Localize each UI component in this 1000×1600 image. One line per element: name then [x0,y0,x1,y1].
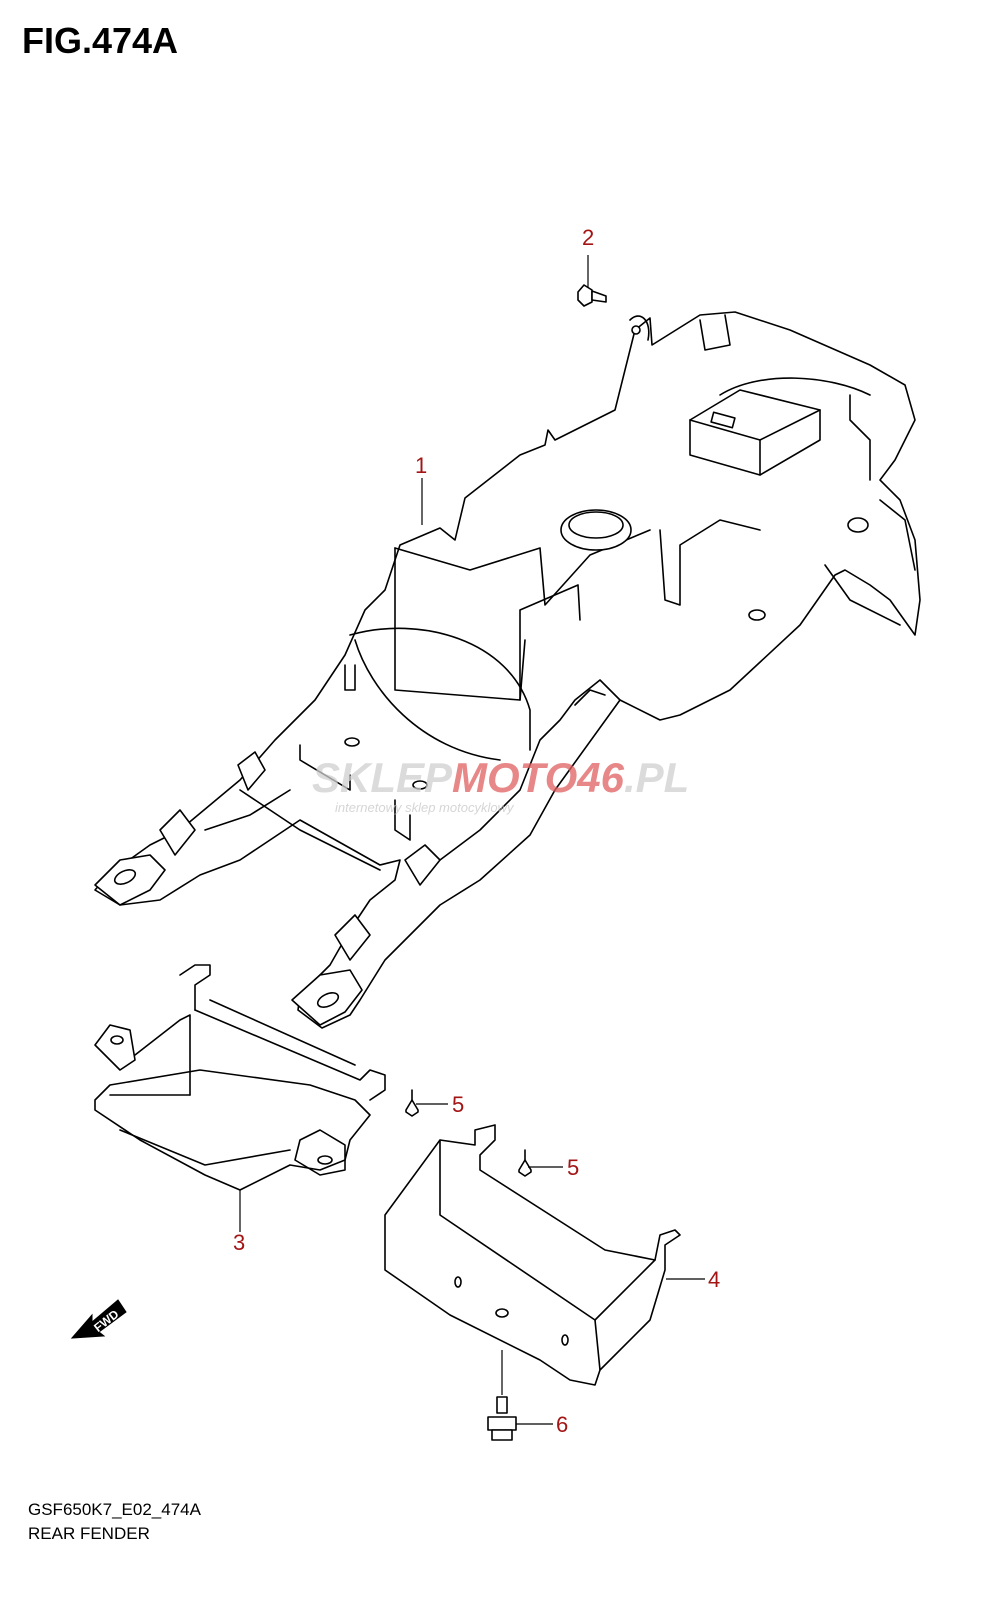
part-bolt-6[interactable] [487,1396,517,1441]
callout-2: 2 [582,225,594,250]
watermark-part4: .PL [624,754,689,801]
watermark-part3: 46 [576,754,624,801]
diagram-code: GSF650K7_E02_474A [28,1500,201,1519]
watermark: SKLEPMOTO46.PL internetowy sklep motocyk… [312,754,689,815]
figure-title: FIG.474A [22,20,179,61]
svg-text:SKLEPMOTO46.PL: SKLEPMOTO46.PL [312,754,689,801]
part-screw-5b[interactable] [518,1149,532,1177]
part-front-cover[interactable] [94,964,386,1191]
part-rear-fender[interactable] [94,311,921,1029]
part-rear-cover[interactable] [384,1124,681,1386]
watermark-tagline: internetowy sklep motocyklowy [335,800,515,815]
leader-lines [239,255,705,1425]
callout-3: 3 [233,1230,245,1255]
part-screw-top[interactable] [577,284,607,307]
callout-6: 6 [556,1412,568,1437]
fwd-arrow-icon: FWD [70,1299,127,1339]
callout-1: 1 [415,453,427,478]
callout-4: 4 [708,1267,720,1292]
callout-5b: 5 [567,1155,579,1180]
watermark-part2: MOTO [452,754,577,801]
watermark-part1: SKLEP [312,754,453,801]
section-name: REAR FENDER [28,1524,150,1543]
part-screw-5a[interactable] [405,1089,419,1117]
callout-5a: 5 [452,1092,464,1117]
